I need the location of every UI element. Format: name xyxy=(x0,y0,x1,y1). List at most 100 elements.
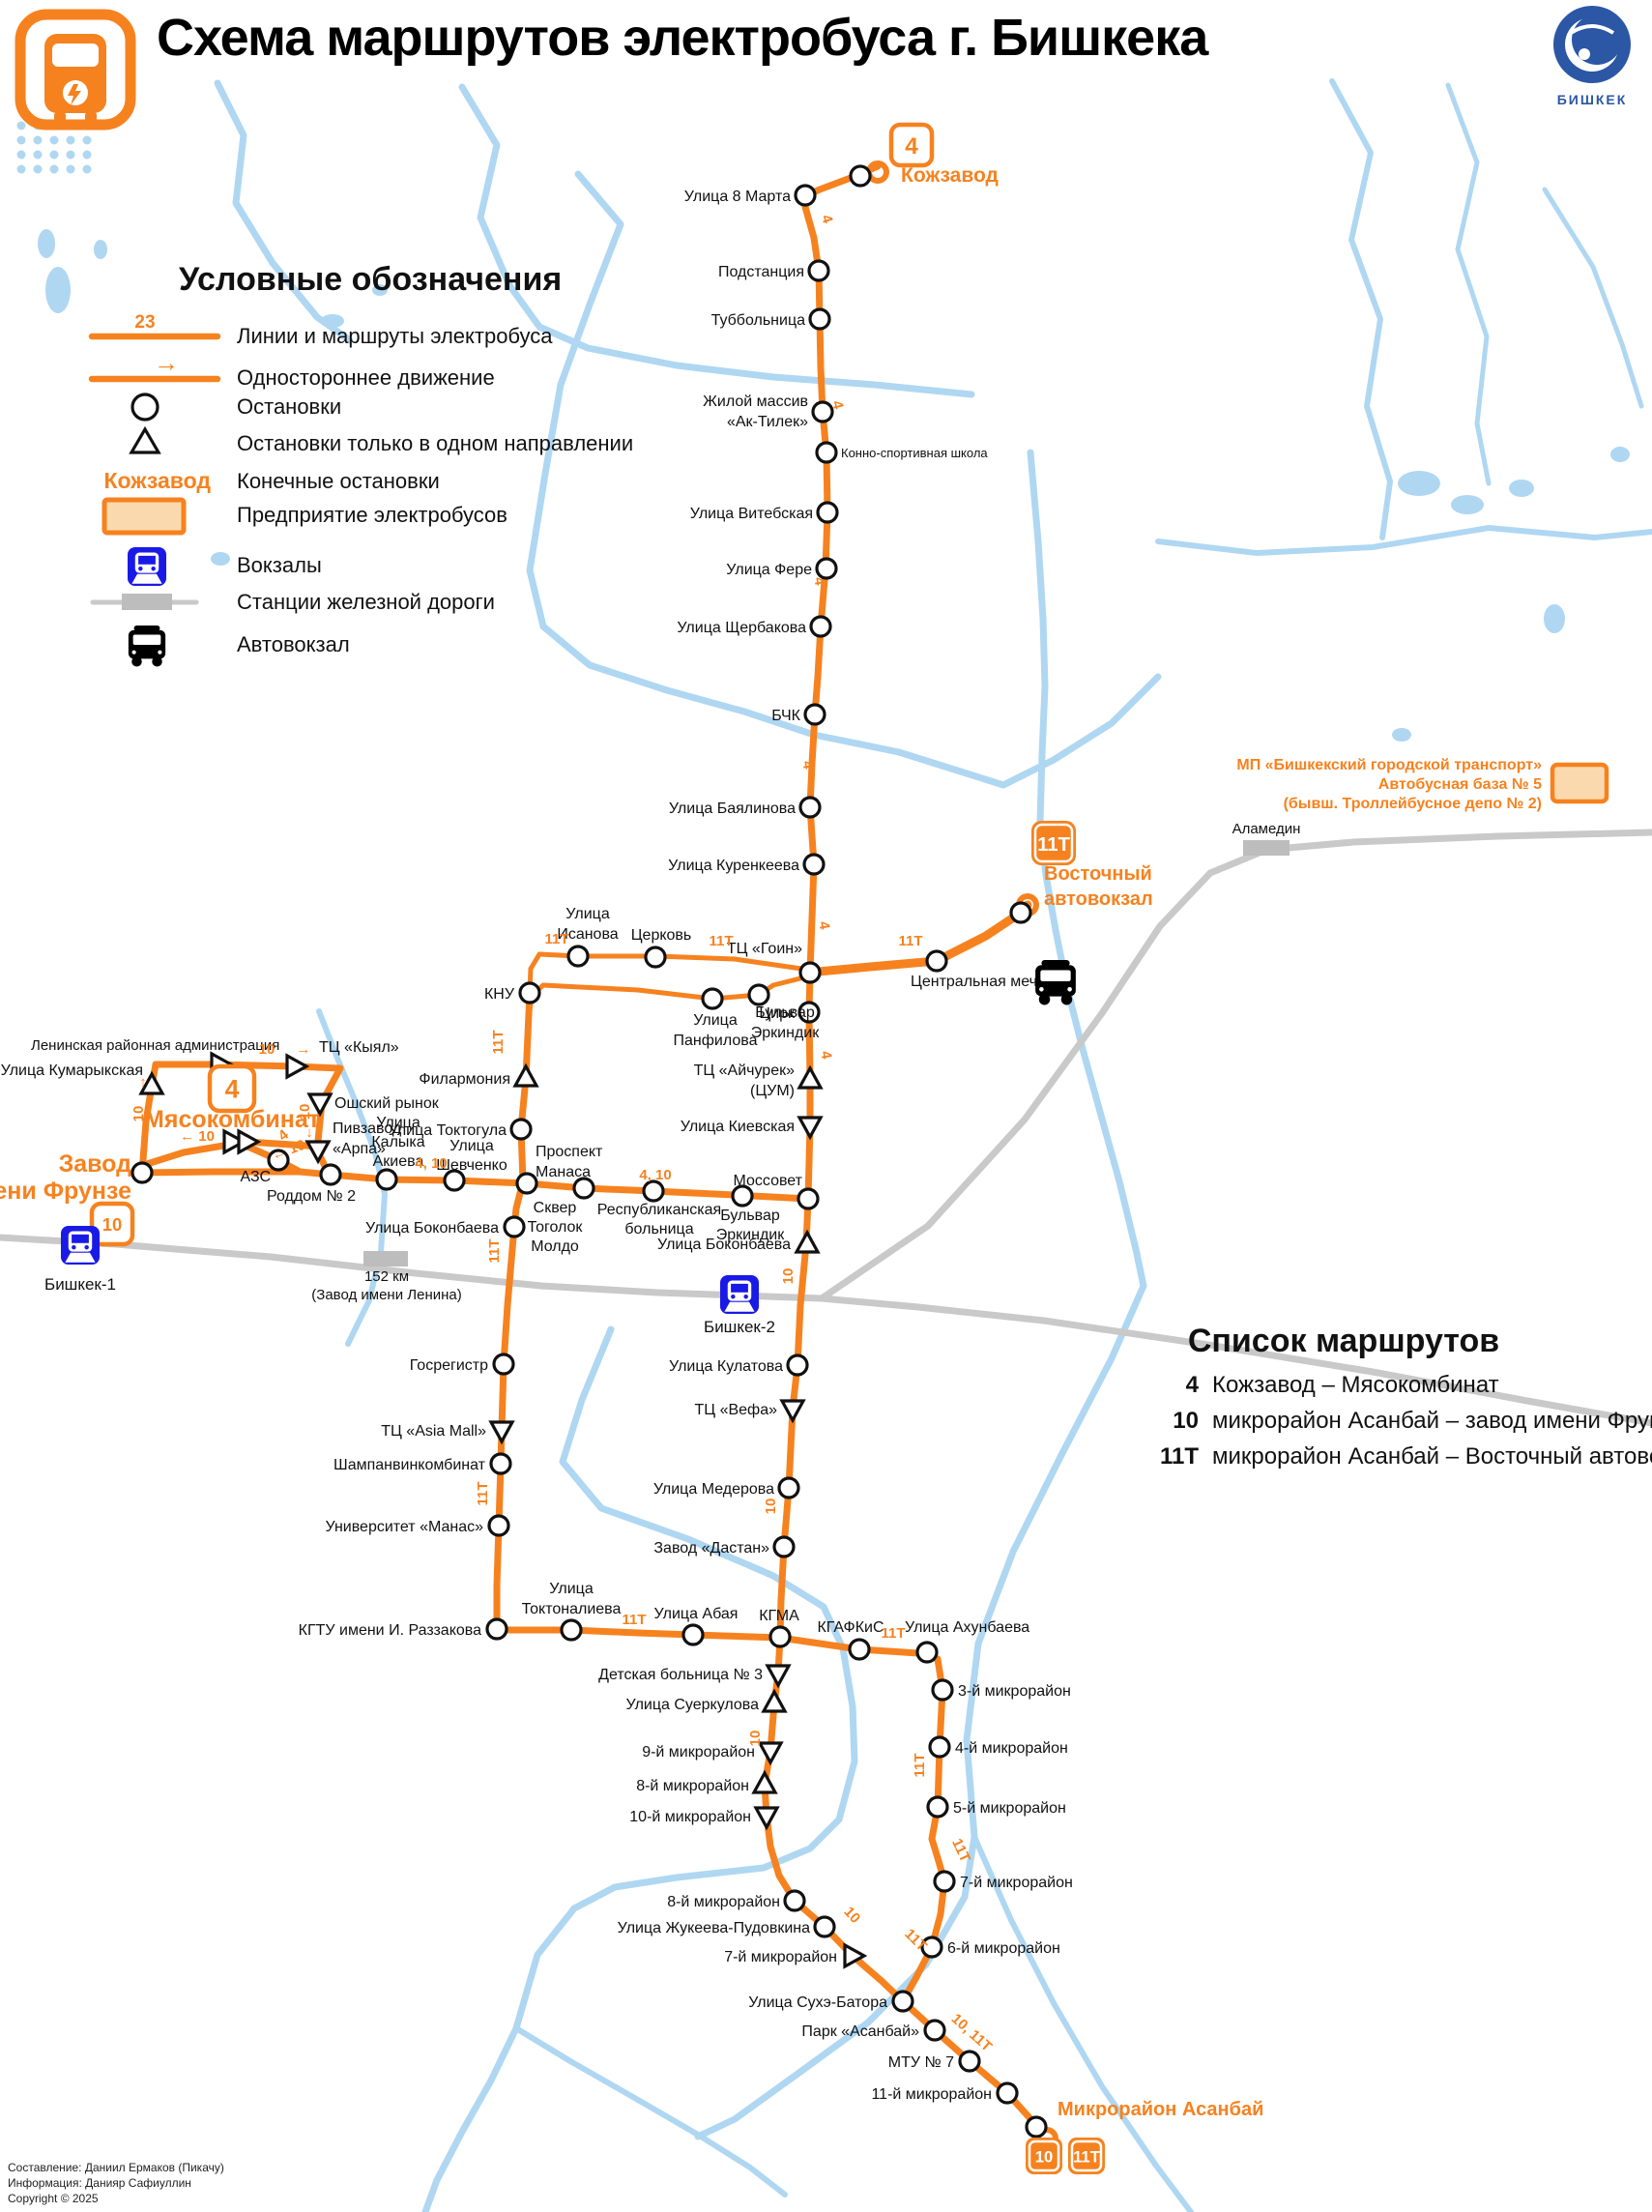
rail-station-marker xyxy=(363,1251,408,1266)
stop-marker xyxy=(138,1070,165,1095)
stop-marker xyxy=(815,441,838,464)
stop-label: Улица Суеркулова xyxy=(625,1697,759,1713)
railway xyxy=(0,1234,1652,1427)
stop-marker xyxy=(815,557,838,580)
train-icon-light xyxy=(72,1245,76,1250)
stop-label: Детская больница № 3 xyxy=(598,1667,763,1683)
stop-marker xyxy=(931,1678,954,1702)
stop-marker xyxy=(925,949,948,973)
stop-label: Акиева xyxy=(373,1153,424,1170)
stop-label: КГТУ имени И. Раззакова xyxy=(299,1622,481,1639)
stop-marker xyxy=(798,961,822,984)
stop-marker xyxy=(797,1064,824,1090)
bus-roof xyxy=(133,625,160,631)
route-number-label: 10 xyxy=(840,1904,863,1927)
route-badge-label: 10 xyxy=(1035,2147,1054,2166)
bus-wheel xyxy=(1060,994,1073,1005)
stop-marker xyxy=(237,1128,262,1155)
stop-label: Улица xyxy=(565,906,610,922)
electrobus-logo-icon xyxy=(14,9,136,131)
stop-marker xyxy=(798,796,822,819)
stop-marker xyxy=(843,1942,868,1969)
stop-label: Улица Витебская xyxy=(690,506,813,522)
bus-windshield xyxy=(132,634,161,646)
map-dot xyxy=(33,135,43,145)
stop-label: 5-й микрорайон xyxy=(953,1800,1066,1817)
map-dot xyxy=(49,164,59,174)
stop-label: Улица Киевская xyxy=(681,1119,795,1135)
route-badge xyxy=(89,1201,135,1247)
route-badge xyxy=(207,1063,257,1114)
stop-marker xyxy=(285,1053,310,1080)
map-dot xyxy=(33,164,43,174)
stop-label: Эркиндик xyxy=(716,1227,785,1243)
stop-label: Улица Кулатова xyxy=(669,1358,783,1375)
route-badge xyxy=(1031,821,1076,865)
route-number-label: 10 xyxy=(297,1104,313,1121)
route-number-label: 11Т xyxy=(898,933,922,949)
stop-marker xyxy=(996,2081,1019,2105)
route-number-label: 11Т xyxy=(912,1753,928,1777)
terminal-loop xyxy=(866,160,889,184)
stop-label: 6-й микрорайон xyxy=(947,1940,1060,1957)
stop-label: Ошский рынок xyxy=(334,1095,440,1112)
river xyxy=(1027,449,1147,1290)
map-dot xyxy=(16,164,26,174)
stop-label: КГАФКиС xyxy=(817,1619,884,1636)
stop-label: Жилой массив xyxy=(703,393,808,410)
route-list-heading: Список маршрутов xyxy=(1188,1323,1499,1359)
route-number-label: 11Т xyxy=(881,1625,905,1642)
stop-marker xyxy=(306,1092,333,1118)
stop-marker xyxy=(765,1664,792,1689)
map-dot xyxy=(49,135,59,145)
route-number-label: 4 xyxy=(817,1050,834,1062)
bus-headlight xyxy=(158,650,162,655)
stop-label: (ЦУМ) xyxy=(750,1083,795,1099)
bus-station-icon xyxy=(128,625,166,667)
stop-marker xyxy=(731,1184,754,1208)
lake xyxy=(38,229,55,258)
legend-item-label: Линии и маршруты электробуса xyxy=(237,324,553,348)
route-badge-label: 4 xyxy=(905,133,918,160)
stop-marker xyxy=(797,1001,821,1024)
page-title: Схема маршрутов электробуса г. Бишкека xyxy=(157,9,1208,67)
stop-label: МТУ № 7 xyxy=(888,2054,954,2071)
stop-label: Завод «Дастан» xyxy=(653,1540,769,1557)
lake xyxy=(1509,480,1534,497)
stop-marker xyxy=(488,1420,515,1445)
stop-label: Роддом № 2 xyxy=(267,1188,356,1205)
stop-label: Цирк xyxy=(759,1005,796,1022)
stop-marker xyxy=(794,184,817,207)
rail-station-label: 152 км xyxy=(364,1268,409,1285)
map-dot xyxy=(16,135,26,145)
stop-marker xyxy=(753,1806,780,1831)
route-number-label: ↓ xyxy=(305,1124,313,1141)
stop-marker xyxy=(642,1179,665,1203)
credit-line: Copyright © 2025 xyxy=(8,2192,99,2205)
bus-roof xyxy=(1041,960,1070,967)
stop-label: 10-й микрорайон xyxy=(629,1809,751,1825)
route-list-number: 10 xyxy=(1173,1408,1199,1434)
terminal-label: Микрорайон Асанбай xyxy=(1058,2099,1263,2120)
river xyxy=(526,170,1162,789)
map-dot xyxy=(82,135,92,145)
stop-marker xyxy=(768,1625,792,1648)
route-badge-label: 4 xyxy=(225,1075,240,1104)
route-list-description: микрорайон Асанбай – Восточный автовокза… xyxy=(1212,1443,1652,1470)
stop-label: Ленинская районная администрация xyxy=(31,1037,279,1054)
stop-label: Улица xyxy=(449,1138,494,1154)
legend-item-label: Одностороннее движение xyxy=(237,365,495,390)
lake xyxy=(1610,447,1630,462)
stop-marker xyxy=(560,1618,583,1642)
route-list-number: 4 xyxy=(1186,1372,1200,1398)
train-station-label: Бишкек-2 xyxy=(704,1318,775,1336)
map-dot xyxy=(16,150,26,160)
stop-marker xyxy=(503,1215,526,1238)
stop-label: 7-й микрорайон xyxy=(960,1875,1073,1891)
stop-label: Улица xyxy=(693,1012,738,1029)
stop-label: Моссовет xyxy=(734,1173,803,1189)
credit-line: Составление: Даниил Ермаков (Пикачу) xyxy=(8,2161,224,2174)
bus-wheel xyxy=(152,656,162,667)
route-badge-label: 11Т xyxy=(1073,2147,1101,2166)
